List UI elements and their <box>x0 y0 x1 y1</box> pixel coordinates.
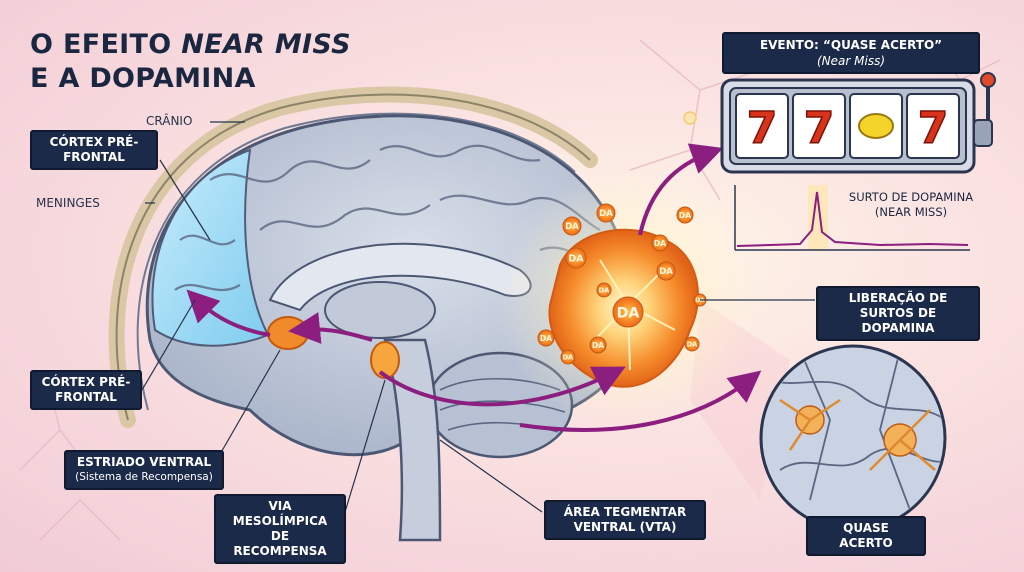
label-liberacao: LIBERAÇÃO DE SURTOS DE DOPAMINA <box>816 286 980 341</box>
svg-text:DA: DA <box>659 267 673 277</box>
synapse-circle <box>759 344 947 532</box>
vta-shape <box>370 341 400 379</box>
dopamine-molecule: DA <box>684 336 700 352</box>
label-meninges: MENINGES <box>36 196 100 210</box>
svg-text:DA: DA <box>565 222 579 232</box>
svg-text:DA: DA <box>687 340 699 348</box>
dopamine-molecule: DA <box>676 206 694 224</box>
dopamine-molecule: DA <box>651 234 669 252</box>
dopamine-molecule: DA <box>596 282 612 298</box>
event-title-box: EVENTO: “QUASE ACERTO” (Near Miss) <box>722 32 980 74</box>
svg-text:DA: DA <box>592 341 604 350</box>
prefrontal-cortex-shape <box>151 148 270 347</box>
meninges-shape <box>136 112 576 411</box>
svg-text:DA: DA <box>654 239 666 248</box>
slot-reel: 7 <box>792 93 846 159</box>
slot-seven: 7 <box>804 103 835 154</box>
dopamine-molecule: DA <box>589 336 607 354</box>
ventral-striatum-shape <box>267 316 309 350</box>
pathway-arrow-to-synapse <box>519 370 762 432</box>
slot-reel: 7 <box>906 93 960 159</box>
dopamine-molecule: DA <box>656 261 676 281</box>
dopamine-molecule: DA <box>537 329 555 347</box>
surge-sub: (NEAR MISS) <box>874 205 948 219</box>
dopamine-molecule: DA <box>596 203 616 223</box>
slot-seven: 7 <box>747 103 778 154</box>
pathway-arrow-to-event <box>638 143 724 236</box>
label-cortex-top: CÓRTEX PRÉ-FRONTAL <box>30 130 158 170</box>
svg-text:DA: DA <box>540 334 552 343</box>
label-estriado-sub: (Sistema de Recompensa) <box>75 471 213 483</box>
dopamine-molecule: DA <box>562 216 582 236</box>
surge-label: SURTO DE DOPAMINA <box>848 190 974 204</box>
dopamine-molecule: DA <box>560 349 576 365</box>
surge-label-box: SURTO DE DOPAMINA (NEAR MISS) <box>846 190 976 220</box>
slot-reel <box>849 93 903 159</box>
thalamus-shape <box>324 281 436 339</box>
svg-text:DA: DA <box>617 305 640 321</box>
dopamine-molecule: DA <box>565 247 587 269</box>
svg-text:DA: DA <box>568 254 584 265</box>
dopamine-molecule: DA <box>612 296 644 328</box>
label-vta: ÁREA TEGMENTAR VENTRAL (VTA) <box>544 500 706 540</box>
label-quase-acerto: QUASE ACERTO <box>806 516 926 556</box>
svg-text:DA: DA <box>563 353 575 361</box>
svg-text:DA: DA <box>679 211 691 220</box>
lemon-icon <box>858 113 894 139</box>
dopamine-molecules: DADADADADADADADADADADADADADADADADA <box>537 203 920 462</box>
svg-text:DA: DA <box>599 286 611 294</box>
event-title: EVENTO: “QUASE ACERTO” <box>759 38 943 52</box>
leader-lines <box>141 121 815 513</box>
label-cranio: CRÂNIO <box>146 114 193 128</box>
label-via-mesolimpica: VIA MESOLÍMPICA DE RECOMPENSA <box>214 494 346 564</box>
label-cortex-bottom: CÓRTEX PRÉ-FRONTAL <box>30 370 142 410</box>
brainstem-shape <box>383 338 442 542</box>
label-estriado-title: ESTRIADO VENTRAL <box>76 455 212 469</box>
pathway-arrow-vta-striatum <box>288 312 373 344</box>
slot-reel: 7 <box>735 93 789 159</box>
page-title: O EFEITO NEAR MISS E A DOPAMINA <box>30 29 351 94</box>
pathway-arrow-striatum-cortex <box>186 289 271 337</box>
skull-outline <box>115 93 591 421</box>
svg-text:DA: DA <box>599 209 613 219</box>
pathway-arrow-vta-burst <box>378 366 626 407</box>
dopamine-surge-graph <box>734 185 970 251</box>
slot-seven: 7 <box>918 103 949 154</box>
event-subtitle: (Near Miss) <box>816 54 885 68</box>
label-estriado: ESTRIADO VENTRAL (Sistema de Recompensa) <box>64 450 224 490</box>
neuron-icon <box>779 398 936 471</box>
